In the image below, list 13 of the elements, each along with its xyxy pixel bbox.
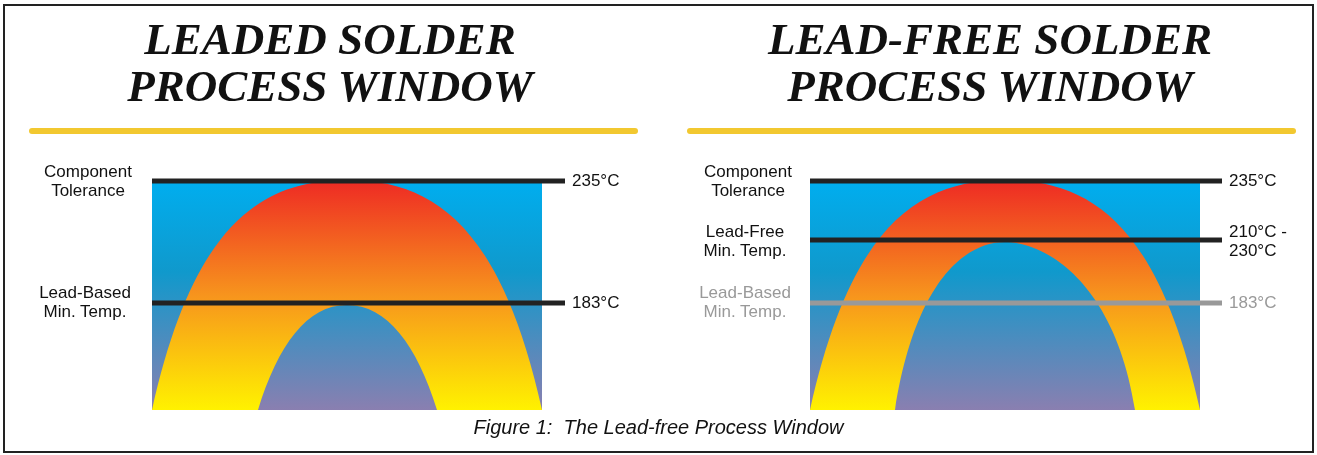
line-label: Component Tolerance bbox=[703, 162, 793, 201]
temperature-value: 210°C - 230°C bbox=[1229, 222, 1288, 261]
temperature-value: 183°C bbox=[572, 293, 621, 313]
figure-caption: Figure 1: The Lead-free Process Window bbox=[472, 416, 846, 439]
line-label: Lead-Free Min. Temp. bbox=[702, 222, 788, 261]
temperature-value: 235°C bbox=[1229, 171, 1278, 191]
temperature-value: 183°C bbox=[1229, 293, 1278, 313]
heading: LEAD-FREE SOLDER PROCESS WINDOW bbox=[766, 16, 1213, 111]
temperature-value: 235°C bbox=[572, 171, 621, 191]
line-label: Lead-Based Min. Temp. bbox=[38, 283, 132, 322]
heading: LEADED SOLDER PROCESS WINDOW bbox=[80, 16, 580, 111]
line-label: Lead-Based Min. Temp. bbox=[698, 283, 792, 322]
line-label: Component Tolerance bbox=[43, 162, 133, 201]
